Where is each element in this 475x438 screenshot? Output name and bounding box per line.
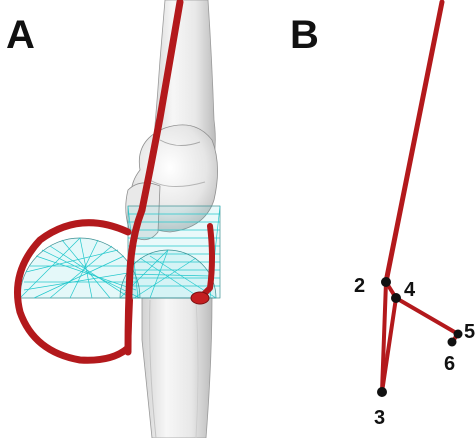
point-2-label: 2	[354, 275, 365, 297]
point-4-label: 4	[404, 279, 416, 301]
point-2-marker	[381, 277, 391, 287]
panel-a: A	[6, 0, 220, 438]
panel-a-letter: A	[6, 13, 35, 57]
point-5-marker	[454, 330, 463, 339]
panel-b: B 2 4 3 5 6	[290, 2, 475, 429]
muscle-path-b	[382, 2, 458, 392]
point-6-marker	[448, 338, 457, 347]
point-3-marker	[377, 387, 387, 397]
point-3-label: 3	[374, 407, 385, 429]
panel-b-letter: B	[290, 13, 319, 57]
insertion-marker	[191, 292, 209, 304]
point-4-marker	[391, 293, 401, 303]
point-5-label: 5	[464, 321, 475, 343]
point-6-label: 6	[444, 353, 455, 375]
tibia	[142, 298, 212, 438]
wrap-surface	[20, 206, 220, 298]
